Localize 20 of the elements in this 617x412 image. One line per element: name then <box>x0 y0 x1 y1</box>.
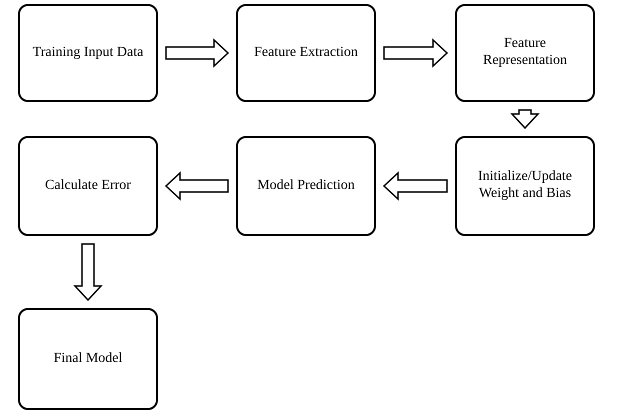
box-label: Training Input Data <box>32 44 144 62</box>
box-label: Feature Extraction <box>254 44 358 62</box>
block-arrow <box>382 171 448 201</box>
process-box <box>455 4 595 102</box>
block-arrow <box>164 171 229 201</box>
box-label: Initialize/Update Weight and Bias <box>476 169 574 203</box>
block-arrow <box>165 38 230 68</box>
box-label: Calculate Error <box>45 178 131 194</box>
process-box <box>236 136 376 236</box>
process-box <box>18 308 158 410</box>
process-box <box>455 136 595 236</box>
block-arrow <box>383 38 448 68</box>
process-box <box>236 4 376 102</box>
box-label: Model Prediction <box>257 178 355 194</box>
box-label: Feature Representation <box>482 36 568 70</box>
block-arrow <box>510 109 540 130</box>
block-arrow <box>73 243 103 302</box>
box-label: Final Model <box>54 350 122 368</box>
process-box <box>18 136 158 236</box>
process-box <box>18 4 158 102</box>
